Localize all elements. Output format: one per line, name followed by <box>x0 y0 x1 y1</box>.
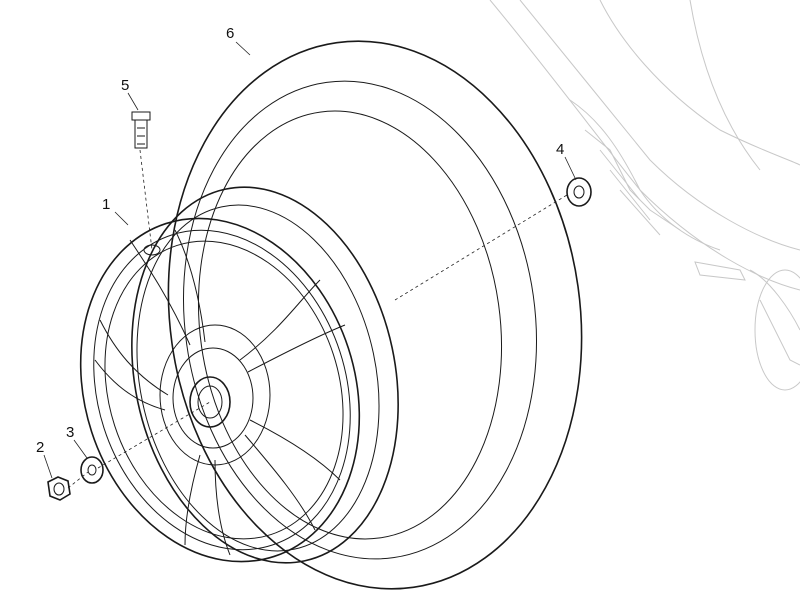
nut-part-2 <box>47 476 71 501</box>
callout-1: 1 <box>102 196 110 213</box>
valve-part-5 <box>131 111 151 149</box>
assembly-lines <box>67 149 568 489</box>
callout-4: 4 <box>556 141 564 158</box>
scooter-body-ghost <box>489 0 800 391</box>
callout-3: 3 <box>66 424 74 441</box>
washer-part-3 <box>80 456 104 484</box>
callout-2: 2 <box>36 439 44 456</box>
callout-6: 6 <box>226 25 234 42</box>
tire-part-6 <box>167 40 583 590</box>
leader-lines <box>43 41 577 479</box>
washer-part-4 <box>566 177 592 207</box>
callout-5: 5 <box>121 77 129 94</box>
wheel-rim-part-1 <box>79 186 399 564</box>
